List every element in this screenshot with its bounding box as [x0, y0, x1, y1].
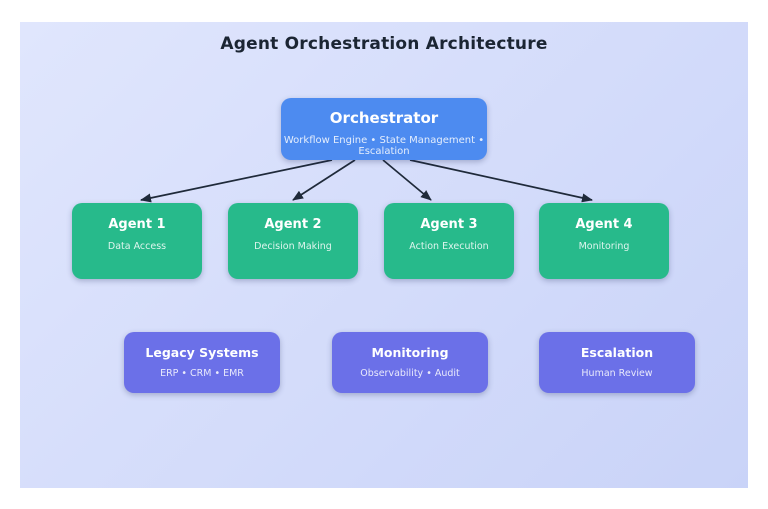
agent-3-subtitle: Action Execution: [409, 241, 489, 252]
node-agent-4: Agent 4 Monitoring: [539, 203, 669, 279]
escalation-subtitle: Human Review: [581, 368, 653, 379]
node-agent-3: Agent 3 Action Execution: [384, 203, 514, 279]
agent-4-title: Agent 4: [575, 217, 633, 232]
node-agent-1: Agent 1 Data Access: [72, 203, 202, 279]
agent-4-subtitle: Monitoring: [578, 241, 630, 252]
agent-2-title: Agent 2: [264, 217, 322, 232]
diagram-title: Agent Orchestration Architecture: [220, 34, 548, 54]
monitoring-subtitle: Observability • Audit: [360, 368, 460, 379]
agent-1-subtitle: Data Access: [107, 241, 167, 252]
node-agent-2: Agent 2 Decision Making: [228, 203, 358, 279]
escalation-title: Escalation: [580, 345, 654, 360]
node-orchestrator: Orchestrator Workflow Engine • State Man…: [281, 98, 487, 160]
legacy-systems-subtitle: ERP • CRM • EMR: [160, 368, 244, 379]
node-escalation: Escalation Human Review: [539, 332, 695, 393]
agent-1-title: Agent 1: [108, 217, 166, 232]
agent-3-title: Agent 3: [420, 217, 478, 232]
orchestrator-title: Orchestrator: [329, 109, 439, 127]
node-legacy-systems: Legacy Systems ERP • CRM • EMR: [124, 332, 280, 393]
orchestrator-subtitle: Workflow Engine • State Management • Esc…: [283, 135, 485, 157]
node-monitoring: Monitoring Observability • Audit: [332, 332, 488, 393]
agent-2-subtitle: Decision Making: [254, 241, 332, 252]
monitoring-title: Monitoring: [371, 345, 449, 360]
legacy-systems-title: Legacy Systems: [145, 345, 259, 360]
